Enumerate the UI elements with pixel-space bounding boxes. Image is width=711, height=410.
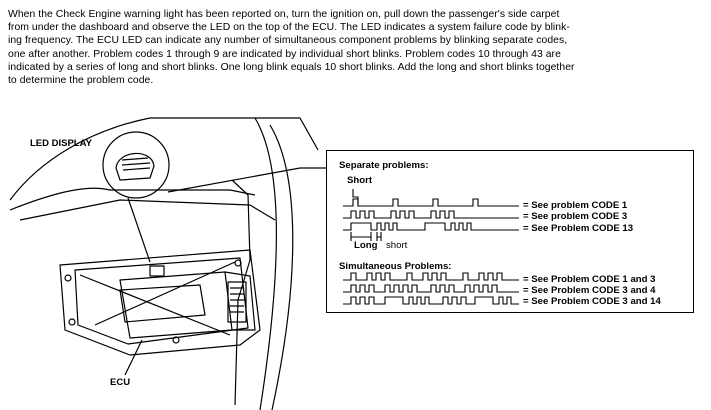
- simultaneous-code-3-and-4: = See Problem CODE 3 and 4: [523, 285, 656, 296]
- blink-codes-panel: Separate problems: Short Long short = Se…: [326, 150, 694, 313]
- paragraph-line: ing frequency. The ECU LED can indicate …: [8, 35, 568, 47]
- paragraph-line: one after another. Problem codes 1 throu…: [8, 48, 561, 60]
- dashboard-outline: [9, 117, 319, 201]
- separate-code-1: = See problem CODE 1: [523, 200, 628, 211]
- paragraph-line: from under the dashboard and observe the…: [8, 22, 570, 34]
- led-display-label: LED DISPLAY: [30, 138, 93, 149]
- waveform-code-1-and-3: [343, 272, 519, 281]
- waveform-code-3: [343, 210, 519, 219]
- paragraph-line: indicated by a series of long and short …: [8, 61, 575, 73]
- short-small-label: short: [386, 240, 408, 251]
- ecu-label: ECU: [110, 377, 130, 388]
- paragraph-line: to determine the problem code.: [8, 75, 154, 87]
- ecu-mounting-plate: [59, 249, 261, 356]
- kick-panel: [254, 117, 278, 410]
- instruction-paragraph: When the Check Engine warning light has …: [8, 8, 708, 87]
- separate-code-3: = See problem CODE 3: [523, 211, 627, 222]
- magnifier-circle: [102, 131, 170, 199]
- short-label: Short: [347, 175, 373, 186]
- waveform-code-1: [343, 198, 519, 207]
- waveform-code-3-and-14: [343, 296, 519, 305]
- led-window: [149, 265, 165, 277]
- simultaneous-problems-heading: Simultaneous Problems:: [339, 261, 451, 272]
- simultaneous-code-3-and-14: = See Problem CODE 3 and 14: [523, 296, 661, 307]
- paragraph-line: When the Check Engine warning light has …: [8, 9, 560, 20]
- separate-code-13: = See Problem CODE 13: [523, 223, 633, 234]
- simultaneous-code-1-and-3: = See Problem CODE 1 and 3: [523, 274, 656, 285]
- blink-codes-diagram: Separate problems: Short Long short = Se…: [339, 160, 661, 307]
- waveform-code-3-and-4: [343, 284, 519, 293]
- long-label: Long: [354, 240, 378, 251]
- ecu-connector: [227, 281, 247, 323]
- ecu-unit: [119, 271, 233, 339]
- separate-problems-heading: Separate problems:: [339, 160, 429, 171]
- waveform-code-13: [343, 222, 519, 231]
